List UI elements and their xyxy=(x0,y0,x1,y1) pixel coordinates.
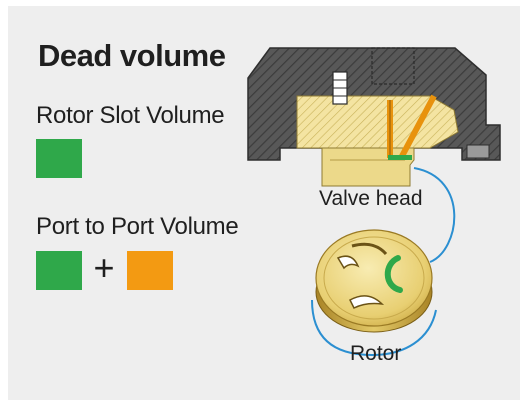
rotor-slot-green-swatch xyxy=(36,139,82,178)
port-green-swatch xyxy=(36,251,82,290)
rotor-label: Rotor xyxy=(350,342,402,365)
connector-line-lower xyxy=(311,299,437,357)
port-orange-swatch xyxy=(127,251,173,290)
plus-sign: + xyxy=(93,247,115,288)
rotor-slot-volume-label: Rotor Slot Volume xyxy=(36,102,225,129)
port-to-port-volume-label: Port to Port Volume xyxy=(36,213,239,240)
rotor-slot-mark xyxy=(388,155,412,160)
port-channels xyxy=(387,94,437,160)
figure-title: Dead volume xyxy=(38,38,226,73)
rotor-disk xyxy=(315,229,433,333)
connector-line-upper xyxy=(413,167,456,263)
valve-head-label: Valve head xyxy=(319,187,423,210)
valve-brass-block xyxy=(296,71,459,187)
